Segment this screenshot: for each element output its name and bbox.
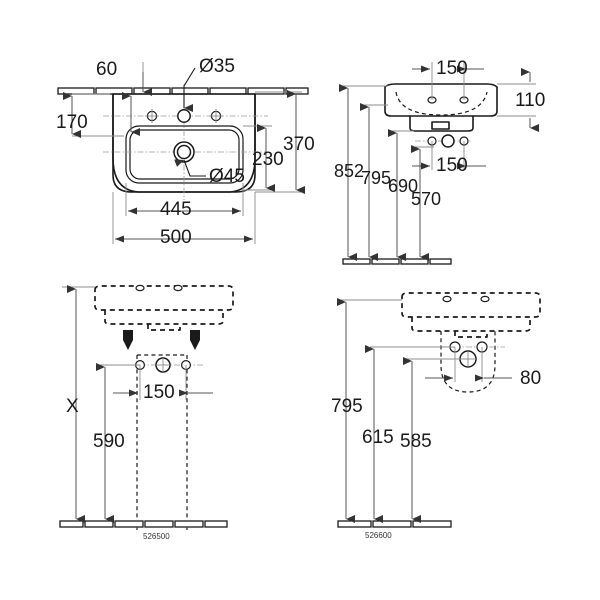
dia45-leader [174, 159, 206, 177]
tap-hole-right [209, 109, 223, 123]
pedestal-basin-apron-dashed [104, 310, 224, 325]
dim-dia45: Ø45 [209, 166, 245, 187]
lower-tap-cluster: 150 [412, 134, 486, 176]
dim-795-br: 795 [331, 396, 363, 417]
front-elevation-group: 150 110 150 852 [334, 58, 545, 265]
dim-690: 690 [388, 176, 418, 196]
trap-floor-band [337, 520, 452, 528]
trap-tap-hole-left [442, 295, 452, 303]
dim-150-top: 150 [436, 58, 468, 79]
dim-795-tr: 795 [361, 168, 391, 188]
trap-view-group: 80 795 615 585 526600 [331, 292, 541, 540]
dim-445: 445 [160, 199, 192, 220]
dim-110: 110 [515, 90, 545, 111]
dim-230: 230 [252, 149, 284, 170]
dim-500: 500 [160, 227, 192, 248]
plan-view-group: Ø35 Ø45 60 170 230 370 445 500 [56, 56, 315, 248]
basin-bowl-inner-2 [129, 129, 240, 180]
pedestal-floor-band [59, 520, 228, 528]
part-number-526500: 526500 [143, 532, 170, 541]
dim-170: 170 [56, 112, 88, 133]
siphon-cover-dashed [440, 331, 496, 393]
dim-590: 590 [93, 431, 125, 452]
pedestal-tap-hole-left [135, 284, 145, 292]
tap-hole-left [145, 109, 159, 123]
pedestal-body-dashed [136, 354, 188, 530]
tap-hole-center [177, 109, 191, 123]
pedestal-tap-hole-right [173, 284, 183, 292]
basin-front-apron [409, 115, 474, 132]
trap-basin-overflow-dashed [454, 331, 488, 338]
dim-585: 585 [400, 431, 432, 452]
dia35-leader [183, 67, 196, 112]
dim-150-bl: 150 [143, 382, 175, 403]
pedestal-basin-overflow-dashed [147, 324, 181, 331]
trap-basin-apron-dashed [411, 317, 531, 332]
basin-front-outline [384, 83, 498, 117]
dim-570: 570 [411, 189, 441, 209]
plan-wall-band [57, 87, 309, 95]
part-number-526600: 526600 [365, 531, 392, 540]
trap-tap-hole-right [480, 295, 490, 303]
dim-X: X [66, 396, 79, 417]
dim-80: 80 [520, 368, 541, 389]
front-floor-band [342, 258, 452, 265]
dim-370: 370 [283, 134, 315, 155]
assembly-arrow-left [123, 330, 133, 350]
basin-bowl-inner [125, 125, 244, 184]
basin-front-overflow [431, 121, 450, 130]
drain-hole [173, 141, 195, 163]
dim-852: 852 [334, 161, 364, 181]
dim-60: 60 [96, 59, 117, 80]
dim-150-lower: 150 [436, 155, 468, 176]
assembly-arrow-right [190, 330, 200, 350]
dim-615: 615 [362, 427, 394, 448]
pedestal-view-group: 150 X 590 526500 [59, 284, 234, 541]
dim-dia35: Ø35 [199, 56, 235, 77]
